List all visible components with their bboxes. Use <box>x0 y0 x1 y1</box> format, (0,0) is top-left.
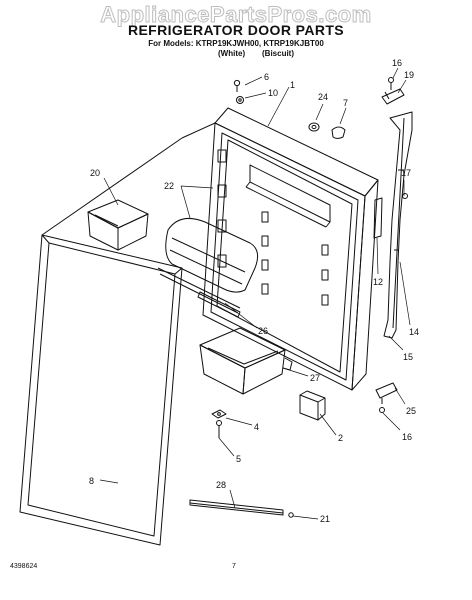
callout-20: 20 <box>90 168 100 178</box>
leader-15 <box>388 335 404 351</box>
leader-14 <box>399 261 411 326</box>
page-title: REFRIGERATOR DOOR PARTS <box>127 22 345 38</box>
leader-20 <box>103 177 119 206</box>
callout-14: 14 <box>409 327 419 337</box>
leader-12 <box>376 237 379 275</box>
leader-24 <box>315 103 324 121</box>
callout-16-bottom: 16 <box>402 432 412 442</box>
upper-hinge <box>381 77 405 105</box>
leader-6 <box>244 76 263 86</box>
watermark-logo: AppliancePartsPros.com <box>100 2 372 28</box>
leader-26 <box>224 302 258 329</box>
leader-2 <box>319 413 337 436</box>
leader-25 <box>394 387 406 405</box>
callout-5: 5 <box>236 454 241 464</box>
door-plug <box>331 126 346 139</box>
leader-19 <box>397 79 407 94</box>
callout-7: 7 <box>343 98 348 108</box>
callout-17: 17 <box>401 168 411 178</box>
page-number: 7 <box>232 563 236 570</box>
callout-4: 4 <box>254 422 259 432</box>
callout-25: 25 <box>406 406 416 416</box>
leader-7 <box>339 107 347 125</box>
leader-5 <box>218 437 235 457</box>
callout-19: 19 <box>404 70 414 80</box>
leader-22a <box>180 185 214 189</box>
variant-biscuit-label: (Biscuit) <box>262 49 294 58</box>
small-door-bin <box>87 199 149 251</box>
leader-21 <box>292 515 319 520</box>
callout-27: 27 <box>310 373 320 383</box>
door-gasket <box>19 234 183 546</box>
shelf-trim-strip <box>197 291 241 318</box>
callout-15: 15 <box>403 352 413 362</box>
callout-24: 24 <box>318 92 328 102</box>
leader-22b <box>180 185 191 219</box>
large-door-bin <box>199 327 293 395</box>
inner-door-panel <box>41 107 379 391</box>
model-numbers: For Models: KTRP19KJWH00, KTRP19KJBT00 <box>148 39 324 48</box>
leader-28 <box>229 489 236 509</box>
leader-1 <box>267 86 290 127</box>
leader-27 <box>282 367 309 377</box>
bottom-trim-strip <box>189 499 294 518</box>
lower-hinge <box>375 382 398 413</box>
leader-4 <box>225 417 253 426</box>
leader-10 <box>244 92 267 99</box>
callout-28: 28 <box>216 480 226 490</box>
callout-21: 21 <box>320 514 330 524</box>
callout-1: 1 <box>290 80 295 90</box>
callout-26: 26 <box>258 326 268 336</box>
leader-8 <box>99 479 119 484</box>
hinge-cap <box>308 122 320 132</box>
document-number: 4398624 <box>10 563 38 570</box>
callout-22: 22 <box>164 181 174 191</box>
door-handle-trim <box>373 111 413 339</box>
variant-white-label: (White) <box>218 49 246 58</box>
callout-6: 6 <box>264 72 269 82</box>
callout-16-top: 16 <box>392 58 402 68</box>
callout-12: 12 <box>373 277 383 287</box>
callout-10: 10 <box>268 88 278 98</box>
callout-2: 2 <box>338 433 343 443</box>
leader-16a <box>392 67 399 79</box>
leader-16b <box>382 412 401 431</box>
door-stop <box>299 390 326 421</box>
stop-bracket <box>211 409 227 438</box>
top-screw <box>233 79 244 104</box>
callout-8: 8 <box>89 476 94 486</box>
